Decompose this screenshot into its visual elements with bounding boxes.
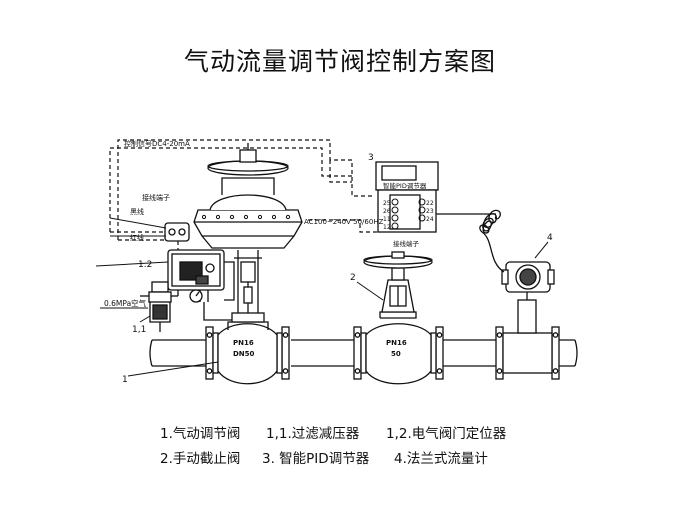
manual-globe-valve: [353, 251, 444, 385]
terminal-22: 22: [426, 200, 434, 207]
callout-3: 3: [368, 153, 374, 163]
filter-regulator: [140, 281, 203, 332]
valve1-pn-label: PN16: [233, 339, 254, 347]
red-wire-label: 红线: [130, 233, 144, 242]
power-label: AC100~240V 50/60HZ: [304, 218, 384, 226]
pid-name-label: 智能PID调节器: [383, 181, 427, 190]
electro-pneumatic-positioner: [164, 222, 235, 321]
pid-controller: [375, 161, 439, 233]
terminal-11: 11: [383, 216, 391, 223]
terminal-left-label: 接线端子: [142, 193, 170, 202]
valve2-dn-label: 50: [391, 350, 401, 358]
callout-1-2: 1.2: [138, 260, 152, 270]
terminal-25: 25: [383, 200, 391, 207]
legend-item-2: 2.手动截止阀: [160, 451, 241, 467]
legend-item-4: 4.法兰式流量计: [394, 451, 488, 467]
terminal-24: 24: [426, 216, 434, 223]
air-supply-label: 0.6MPa空气: [104, 298, 147, 308]
legend-item-1-2: 1,2.电气阀门定位器: [386, 426, 507, 442]
terminal-12: 12: [383, 224, 391, 231]
flanged-flowmeter: [432, 209, 560, 380]
callout-1: 1: [122, 375, 128, 385]
diagram-title: 气动流量调节阀控制方案图: [183, 47, 496, 76]
legend-item-3: 3. 智能PID调节器: [262, 451, 370, 467]
legend-item-1-1: 1,1.过滤减压器: [266, 426, 360, 442]
legend-item-1: 1.气动调节阀: [160, 426, 241, 442]
valve2-pn-label: PN16: [386, 339, 407, 347]
callout-4: 4: [547, 233, 553, 243]
pid-terminal-label: 接线端子: [393, 239, 420, 248]
black-wire-label: 黑线: [130, 207, 144, 216]
pneumatic-control-valve: [193, 143, 303, 385]
terminal-26: 26: [383, 208, 391, 215]
callout-1-1: 1,1: [132, 325, 146, 335]
signal-wiring: [109, 139, 378, 250]
valve1-dn-label: DN50: [233, 350, 255, 358]
control-signal-label: 控制信号DC4-20mA: [124, 139, 190, 148]
terminal-23: 23: [426, 208, 434, 215]
callout-2: 2: [350, 273, 356, 283]
